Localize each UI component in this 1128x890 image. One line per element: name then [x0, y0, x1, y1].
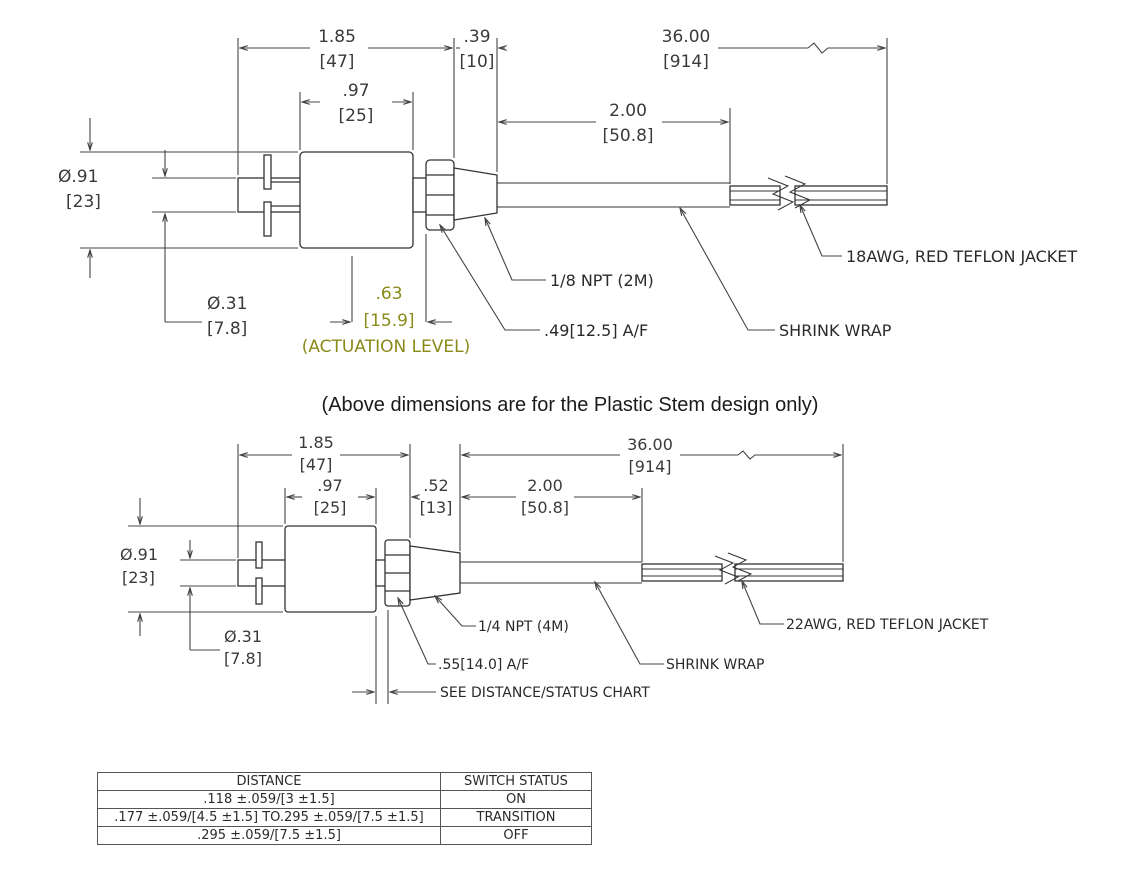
dim-overall-mm: [47] [300, 455, 333, 474]
dim-fitting-in: .52 [423, 476, 448, 495]
dim-dia-mm: [23] [66, 192, 101, 212]
dim-dia-in: Ø.91 [58, 167, 98, 187]
dim-overall-in: 1.85 [298, 433, 334, 452]
callout-af: .55[14.0] A/F [438, 657, 529, 673]
distance-status-table: DISTANCE SWITCH STATUS .118 ±.059/[3 ±1.… [97, 772, 592, 845]
stem-bottom [237, 559, 289, 587]
fitting-bottom [409, 545, 461, 601]
callout-npt: 1/4 NPT (4M) [478, 619, 569, 635]
dim-body-mm: [25] [339, 106, 374, 126]
dim-overall-mm: [47] [320, 52, 355, 72]
dim-lead-mm: [914] [663, 52, 709, 72]
callout-wire: 18AWG, RED TEFLON JACKET [846, 247, 1077, 266]
dim-shrink-mm: [50.8] [521, 498, 569, 517]
dim-shrink-in: 2.00 [609, 101, 647, 121]
dim-dia-mm: [23] [122, 568, 155, 587]
dim-body-mm: [25] [314, 498, 347, 517]
distance-cell: .177 ±.059/[4.5 ±1.5] TO.295 ±.059/[7.5 … [97, 808, 441, 827]
dim-fitting-mm: [10] [460, 52, 495, 72]
dim-fitting-mm: [13] [420, 498, 453, 517]
dim-stem-mm: [7.8] [207, 319, 247, 339]
dim-stem-in: Ø.31 [224, 627, 262, 646]
dim-lead-mm: [914] [628, 457, 671, 476]
dim-shrink-mm: [50.8] [602, 126, 653, 146]
dim-fitting-in: .39 [463, 27, 490, 47]
dim-body-in: .97 [317, 476, 342, 495]
callout-npt: 1/8 NPT (2M) [550, 271, 654, 290]
table-row: .295 ±.059/[7.5 ±1.5] OFF [97, 826, 592, 845]
dim-actuation-mm: [15.9] [363, 311, 414, 331]
callout-af: .49[12.5] A/F [544, 321, 648, 340]
float-body-bottom [284, 525, 377, 613]
top-view: 1.85 [47] .97 [25] .39 [10] 36.00 [914] … [58, 27, 1077, 357]
dim-overall-in: 1.85 [318, 27, 356, 47]
status-cell: ON [440, 790, 592, 809]
callout-chart: SEE DISTANCE/STATUS CHART [440, 685, 650, 701]
header-distance: DISTANCE [97, 772, 441, 791]
dim-shrink-in: 2.00 [527, 476, 563, 495]
bottom-view: 1.85 [47] .97 [25] .52 [13] 36.00 [914] … [120, 433, 989, 704]
dim-stem-in: Ø.31 [207, 294, 247, 314]
dim-lead-in: 36.00 [662, 27, 711, 47]
dim-actuation-in: .63 [375, 284, 402, 304]
table-row: .177 ±.059/[4.5 ±1.5] TO.295 ±.059/[7.5 … [97, 808, 592, 827]
distance-cell: .118 ±.059/[3 ±1.5] [97, 790, 441, 809]
callout-shrink: SHRINK WRAP [779, 321, 892, 340]
break-symbol [767, 177, 795, 211]
dim-stem-mm: [7.8] [224, 649, 262, 668]
table-header-row: DISTANCE SWITCH STATUS [97, 772, 592, 791]
distance-cell: .295 ±.059/[7.5 ±1.5] [97, 826, 441, 845]
callout-wire: 22AWG, RED TEFLON JACKET [786, 617, 989, 633]
actuation-level-label: (ACTUATION LEVEL) [302, 337, 471, 357]
float-body-top [299, 151, 414, 249]
table-row: .118 ±.059/[3 ±1.5] ON [97, 790, 592, 809]
clip-lower [263, 201, 272, 237]
dim-body-in: .97 [342, 81, 369, 101]
header-switch-status: SWITCH STATUS [440, 772, 592, 791]
dim-dia-in: Ø.91 [120, 545, 158, 564]
clip-upper [263, 154, 272, 190]
dim-lead-in: 36.00 [627, 435, 673, 454]
callout-shrink: SHRINK WRAP [666, 657, 764, 673]
plastic-stem-note: (Above dimensions are for the Plastic St… [322, 394, 819, 416]
status-cell: TRANSITION [440, 808, 592, 827]
fitting-top [453, 167, 498, 221]
status-cell: OFF [440, 826, 592, 845]
